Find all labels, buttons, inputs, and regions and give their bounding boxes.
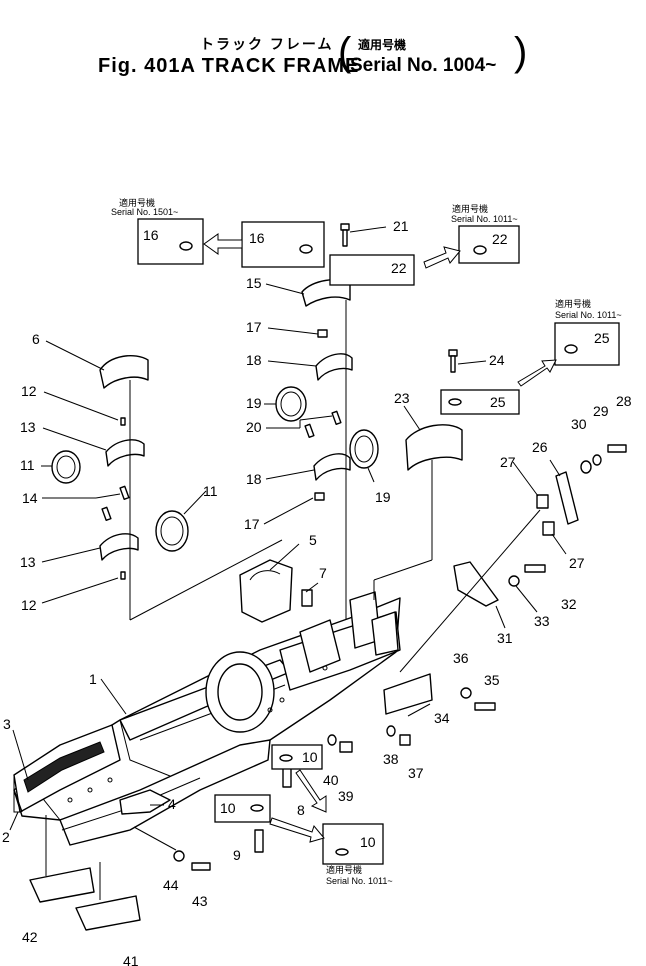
label-part-43: 43 bbox=[192, 893, 208, 909]
box-16b-part: 16 bbox=[249, 230, 265, 246]
label-part-6: 6 bbox=[32, 331, 40, 347]
label-part-23: 23 bbox=[394, 390, 410, 406]
callout-box-10-upper: 10 bbox=[271, 744, 323, 770]
title-english: Fig. 401A TRACK FRAME bbox=[98, 55, 360, 77]
callout-box-25-serial-1011: 適用号機 Serial No. 1011~ 25 bbox=[554, 298, 622, 366]
box-25a-header-jp: 適用号機 bbox=[555, 298, 591, 309]
track-frame-body bbox=[13, 559, 401, 846]
box-16a-header: Serial No. 1501~ bbox=[111, 207, 178, 217]
label-part-28: 28 bbox=[616, 393, 632, 409]
label-part-18a: 18 bbox=[246, 352, 262, 368]
label-part-27b: 27 bbox=[569, 555, 585, 571]
box-22a-header-jp: 適用号機 bbox=[452, 203, 488, 214]
label-part-11b: 11 bbox=[203, 483, 218, 499]
label-part-44: 44 bbox=[163, 877, 179, 893]
label-part-14: 14 bbox=[22, 490, 38, 506]
callout-box-16: 16 bbox=[241, 221, 325, 268]
label-part-30: 30 bbox=[571, 416, 587, 432]
label-part-20: 20 bbox=[246, 419, 262, 435]
title-serial: Serial No. 1004~ bbox=[350, 55, 497, 76]
label-part-2: 2 bbox=[2, 829, 10, 845]
title-serial-japanese: 適用号機 bbox=[358, 38, 407, 52]
callout-box-16-serial-1501: 適用号機 Serial No. 1501~ 16 bbox=[111, 197, 204, 265]
box-25b-part: 25 bbox=[490, 394, 506, 410]
label-part-41: 41 bbox=[123, 953, 139, 966]
box-22b-part: 22 bbox=[391, 260, 407, 276]
label-part-12b: 12 bbox=[21, 597, 37, 613]
label-part-1: 1 bbox=[89, 671, 97, 687]
label-part-34: 34 bbox=[434, 710, 450, 726]
label-part-31: 31 bbox=[497, 630, 513, 646]
box-22a-header: Serial No. 1011~ bbox=[451, 214, 518, 224]
callout-box-22: 22 bbox=[329, 254, 415, 286]
box-10c-header: Serial No. 1011~ bbox=[326, 876, 393, 886]
callout-box-10-serial-1011: 10 適用号機 Serial No. 1011~ bbox=[322, 823, 393, 886]
box-25a-part: 25 bbox=[594, 330, 610, 346]
callout-box-10-left: 10 bbox=[214, 794, 271, 823]
label-part-38: 38 bbox=[383, 751, 399, 767]
label-part-37: 37 bbox=[408, 765, 424, 781]
label-part-21: 21 bbox=[393, 218, 409, 234]
label-part-40: 40 bbox=[323, 772, 339, 788]
callout-box-22-serial-1011: 適用号機 Serial No. 1011~ 22 bbox=[451, 203, 520, 264]
label-part-8: 8 bbox=[297, 802, 305, 818]
box-22a-part: 22 bbox=[492, 231, 508, 247]
label-part-19a: 19 bbox=[246, 395, 262, 411]
box-10a-part: 10 bbox=[302, 749, 318, 765]
label-part-36: 36 bbox=[453, 650, 469, 666]
label-part-29: 29 bbox=[593, 403, 609, 419]
box-25a-header: Serial No. 1011~ bbox=[555, 310, 622, 320]
label-part-7: 7 bbox=[319, 565, 327, 581]
label-part-18b: 18 bbox=[246, 471, 262, 487]
serial-paren-left: ( bbox=[338, 30, 352, 74]
label-part-13a: 13 bbox=[20, 419, 36, 435]
label-part-39: 39 bbox=[338, 788, 354, 804]
serial-paren-right: ) bbox=[514, 30, 528, 74]
label-part-17a: 17 bbox=[246, 319, 262, 335]
box-10c-header-jp: 適用号機 bbox=[326, 864, 362, 875]
label-part-4: 4 bbox=[168, 796, 176, 812]
label-part-27a: 27 bbox=[500, 454, 516, 470]
label-part-3: 3 bbox=[3, 716, 11, 732]
callout-box-25: 25 bbox=[440, 389, 520, 415]
label-part-26: 26 bbox=[532, 439, 548, 455]
leader-lines bbox=[9, 226, 567, 900]
label-part-19b: 19 bbox=[375, 489, 391, 505]
label-part-13b: 13 bbox=[20, 554, 36, 570]
box-10c-part: 10 bbox=[360, 834, 376, 850]
box-16a-header-jp: 適用号機 bbox=[119, 197, 155, 208]
callout-arrows bbox=[203, 233, 557, 843]
box-16a-part: 16 bbox=[143, 227, 159, 243]
label-part-5: 5 bbox=[309, 532, 317, 548]
part-number-labels: 1 2 3 4 5 6 7 8 9 11 11 12 12 13 13 14 1… bbox=[2, 218, 632, 966]
label-part-33: 33 bbox=[534, 613, 550, 629]
box-10b-part: 10 bbox=[220, 800, 236, 816]
title-japanese: トラック フレーム bbox=[200, 36, 334, 52]
label-part-24: 24 bbox=[489, 352, 505, 368]
label-part-9: 9 bbox=[233, 847, 241, 863]
label-part-12a: 12 bbox=[21, 383, 37, 399]
label-part-17b: 17 bbox=[244, 516, 260, 532]
label-part-15: 15 bbox=[246, 275, 262, 291]
part-shapes bbox=[13, 223, 627, 931]
label-part-32: 32 bbox=[561, 596, 577, 612]
label-part-11a: 11 bbox=[20, 457, 35, 473]
label-part-42: 42 bbox=[22, 929, 38, 945]
label-part-35: 35 bbox=[484, 672, 500, 688]
